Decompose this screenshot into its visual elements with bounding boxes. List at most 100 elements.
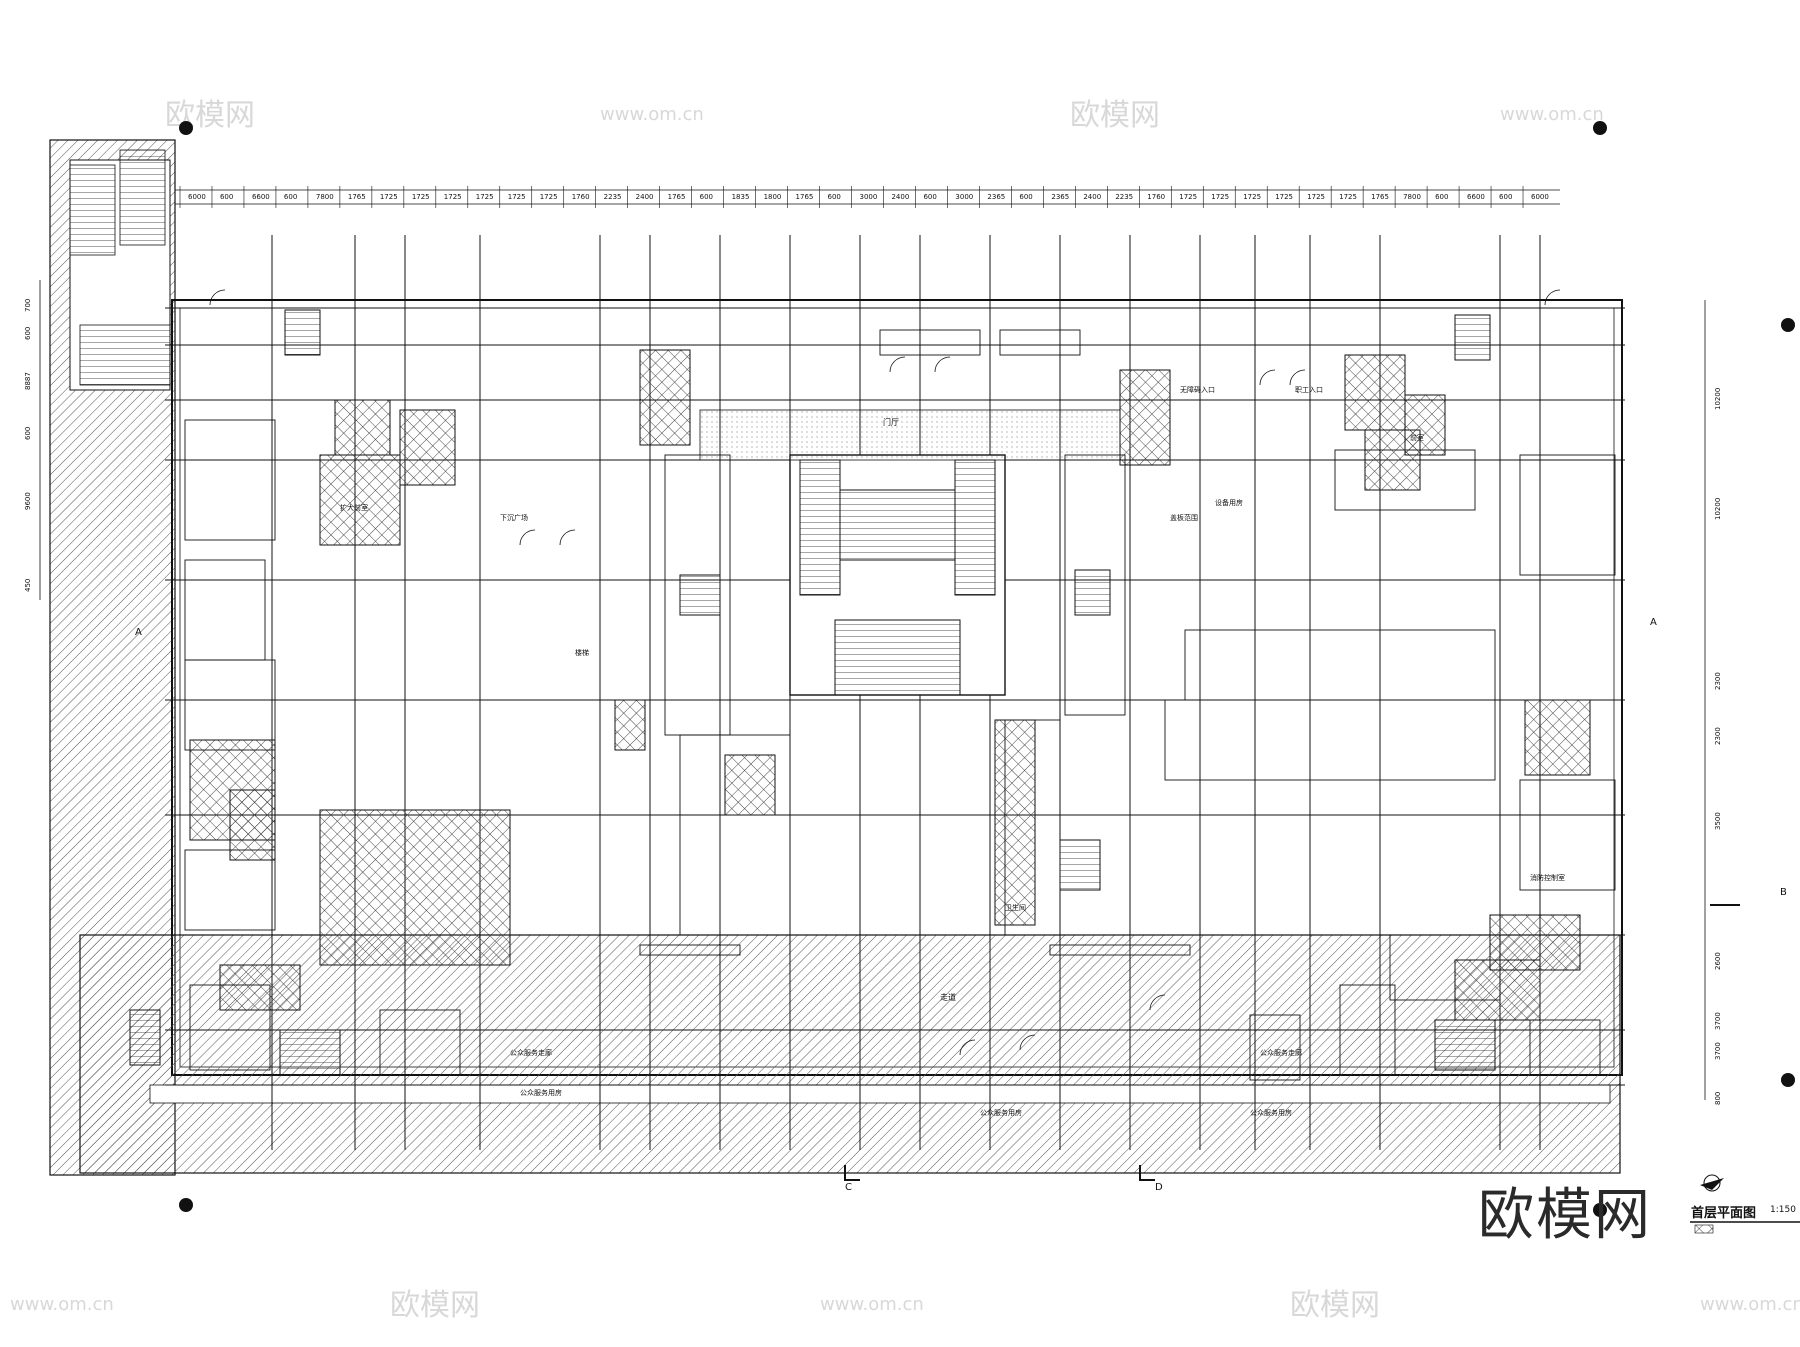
room-label: 职工入口 (1295, 386, 1323, 394)
dimension-label: 6600 (1467, 193, 1485, 201)
cross-hatched-zones (189, 349, 1591, 1021)
svg-text:9600: 9600 (24, 492, 32, 510)
north-arrow-icon (1700, 1174, 1724, 1192)
dimension-label: 600 (923, 193, 936, 201)
room-partition (184, 419, 276, 541)
drawing-title: 首层平面图 (1691, 1206, 1757, 1221)
stair-cores (129, 309, 1496, 1076)
dimension-label: 1725 (1275, 193, 1293, 201)
dimension-label: 1725 (1243, 193, 1261, 201)
door-swing (889, 356, 906, 373)
svg-text:2600: 2600 (1714, 952, 1722, 970)
dimension-label: 600 (220, 193, 233, 201)
room-partition (879, 329, 981, 356)
room-partition (1184, 629, 1496, 701)
room-partition (1334, 449, 1476, 511)
dimension-label: 3000 (860, 193, 878, 201)
svg-text:700: 700 (24, 299, 32, 312)
dimension-label: 1835 (732, 193, 750, 201)
dimension-label: 1800 (764, 193, 782, 201)
section-marker-c: C (845, 1182, 852, 1193)
left-dimension-chain: 700 600 8887 600 9600 450 (24, 280, 41, 600)
section-marker-a: A (135, 627, 142, 638)
brand-logo: 欧模网 (1478, 1183, 1652, 1248)
dimension-label: 1725 (540, 193, 558, 201)
room-label: 前室 (1410, 433, 1424, 442)
watermark-url: www.om.cn (600, 104, 704, 125)
top-dimension-labels: 6000 600 6600 600 7800 1765 1725 1725 1725 1725 17… (179, 186, 1549, 208)
room-labels: 门厅 走道 公众服务用房 公众服务用房 公众服务用房 扩大前室 消防控制室 设备… (340, 385, 1565, 1117)
svg-text:600: 600 (24, 327, 32, 340)
dimension-label: 600 (1019, 193, 1032, 201)
dimension-label: 1765 (668, 193, 686, 201)
room-partition (1164, 699, 1496, 781)
title-block-lines (1690, 1221, 1800, 1234)
dimension-label: 1725 (1339, 193, 1357, 201)
door-swing (1149, 994, 1166, 1011)
door-swing (1019, 1034, 1036, 1051)
svg-text:8887: 8887 (24, 372, 32, 390)
room-partition (1064, 454, 1126, 716)
door-swing (519, 529, 536, 546)
dimension-label: 2235 (604, 193, 622, 201)
svg-text:800: 800 (1714, 1092, 1722, 1105)
door-swing (934, 356, 951, 373)
dimension-label: 2235 (1115, 193, 1133, 201)
section-marker-a: A (1650, 617, 1657, 628)
room-label: 盖板范围 (1170, 513, 1198, 522)
drawing-scale: 1:150 (1770, 1205, 1796, 1215)
room-label: 走道 (940, 992, 956, 1002)
room-partition (184, 849, 276, 931)
room-label: 楼梯 (575, 648, 589, 657)
door-swing (1544, 289, 1561, 306)
dimension-label: 2400 (1083, 193, 1101, 201)
room-partition (639, 944, 741, 956)
svg-text:2300: 2300 (1714, 672, 1722, 690)
room-label: 公众服务走廊 (1260, 1048, 1302, 1057)
dimension-label: 1765 (1371, 193, 1389, 201)
svg-text:3700: 3700 (1714, 1042, 1722, 1060)
room-partition (184, 659, 276, 751)
door-swings (209, 289, 1561, 1056)
central-stairs (699, 409, 1121, 696)
room-label: 卫生间 (1005, 903, 1026, 912)
room-partition (1519, 454, 1616, 576)
watermark: 欧模网 (390, 1288, 480, 1323)
dimension-label: 7800 (316, 193, 334, 201)
watermark-url: www.om.cn (1700, 1294, 1800, 1315)
room-label: 下沉广场 (500, 513, 528, 522)
room-label: 公众服务走廊 (510, 1048, 552, 1057)
door-swing (209, 289, 226, 306)
dimension-label: 1725 (412, 193, 430, 201)
dimension-label: 600 (284, 193, 297, 201)
dimension-label: 1725 (1211, 193, 1229, 201)
door-swing (959, 1039, 976, 1056)
room-label: 公众服务用房 (520, 1088, 562, 1097)
dimension-label: 1725 (476, 193, 494, 201)
dimension-label: 1760 (1147, 193, 1165, 201)
svg-text:3500: 3500 (1714, 812, 1722, 830)
svg-text:450: 450 (24, 579, 32, 592)
room-label: 设备用房 (1215, 498, 1243, 507)
room-partition (184, 559, 266, 661)
dimension-label: 7800 (1403, 193, 1421, 201)
dimension-label: 1725 (1307, 193, 1325, 201)
section-marker-b: B (1780, 887, 1787, 898)
room-label: 扩大前室 (340, 503, 368, 512)
door-swing (559, 529, 576, 546)
dimension-label: 2400 (891, 193, 909, 201)
watermark-layer: 欧模网 www.om.cn 欧模网 www.om.cn 欧模网 www.om.c… (10, 98, 1800, 1323)
room-partition (1004, 719, 1061, 936)
svg-text:10200: 10200 (1714, 498, 1722, 520)
dimension-label: 600 (1435, 193, 1448, 201)
dimension-label: 3000 (955, 193, 973, 201)
door-swing (1289, 369, 1306, 386)
dimension-label: 600 (700, 193, 713, 201)
room-partition (1339, 984, 1396, 1076)
room-partition (1529, 1019, 1601, 1076)
room-label: 公众服务用房 (980, 1108, 1022, 1117)
svg-text:600: 600 (24, 427, 32, 440)
dimension-label: 6000 (1531, 193, 1549, 201)
room-partition (1049, 944, 1191, 956)
